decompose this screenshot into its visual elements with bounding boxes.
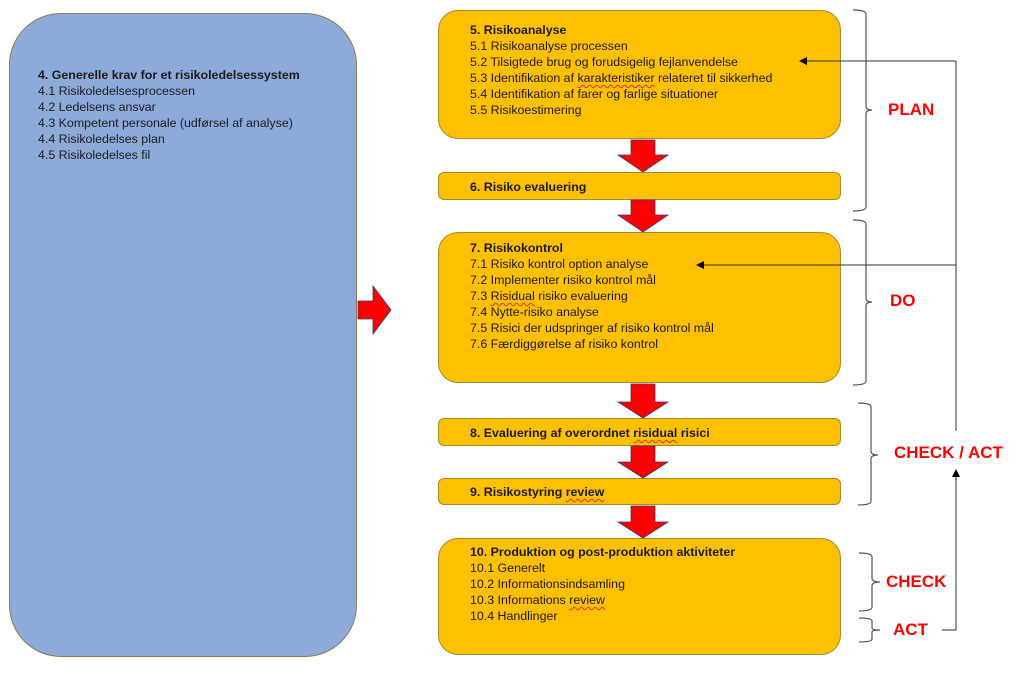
spellcheck-word: risidual xyxy=(633,426,678,440)
phase-label-check-act: CHECK / ACT xyxy=(894,443,1003,462)
spellcheck-word: review xyxy=(565,485,605,499)
spellcheck-word: Risidual xyxy=(490,289,535,303)
right-arrow-icon xyxy=(357,284,392,336)
list-item: 7.3 Risidual risiko evaluering xyxy=(470,288,714,304)
down-arrow-icon xyxy=(616,139,670,173)
spellcheck-word: review xyxy=(569,593,605,607)
do-bracket xyxy=(852,219,873,386)
list-item: 10.4 Handlinger xyxy=(470,609,558,623)
list-item: 7.2 Implementer risiko kontrol mål xyxy=(470,273,656,287)
general-requirements-content: 4. Generelle krav for et risikoledelsess… xyxy=(38,67,300,163)
step-9-risk-management-review-box: 9. Risikostyring review xyxy=(438,478,841,505)
list-item: 5.1 Risikoanalyse processen xyxy=(470,39,628,53)
down-arrow-icon xyxy=(616,445,670,479)
title-text: 9. Risikostyring xyxy=(470,485,566,499)
list-item: 4.4 Risikoledelses plan xyxy=(38,132,165,146)
list-item: 5.2 Tilsigtede brug og forudsigelig fejl… xyxy=(470,55,738,69)
down-arrow-icon xyxy=(616,505,670,539)
step-6-risk-evaluation-box: 6. Risiko evaluering xyxy=(438,172,841,200)
down-arrow-icon xyxy=(616,199,670,233)
title-text: risici xyxy=(677,426,710,440)
phase-label-do: DO xyxy=(890,291,916,310)
step-8-overall-residual-risk-box: 8. Evaluering af overordnet risidual ris… xyxy=(438,418,841,446)
step-5-title: 5. Risikoanalyse xyxy=(470,23,567,37)
list-item: 10.3 Informations review xyxy=(470,592,735,608)
step-10-production-box: 10. Produktion og post-produktion aktivi… xyxy=(438,538,841,655)
title-text: 8. Evaluering af overordnet xyxy=(470,426,634,440)
act-bracket xyxy=(858,617,881,643)
spellcheck-word: karakteristiker xyxy=(577,71,655,85)
check-act-bracket xyxy=(857,402,879,506)
phase-label-act: ACT xyxy=(893,620,928,639)
step-10-title: 10. Produktion og post-produktion aktivi… xyxy=(470,545,736,559)
general-requirements-title: 4. Generelle krav for et risikoledelsess… xyxy=(38,68,300,82)
step-5-risk-analysis-box: 5. Risikoanalyse 5.1 Risikoanalyse proce… xyxy=(438,10,841,139)
list-item: 4.3 Kompetent personale (udførsel af ana… xyxy=(38,116,293,130)
list-item: 10.2 Informationsindsamling xyxy=(470,577,625,591)
item-text: 10.3 Informations xyxy=(470,593,570,607)
item-text: 7.3 xyxy=(470,289,491,303)
down-arrow-icon xyxy=(616,383,670,419)
item-text: risiko evaluering xyxy=(534,289,628,303)
general-requirements-box: 4. Generelle krav for et risikoledelsess… xyxy=(9,13,357,657)
step-9-title: 9. Risikostyring review xyxy=(470,484,604,500)
plan-bracket xyxy=(852,9,873,212)
list-item: 7.1 Risiko kontrol option analyse xyxy=(470,257,649,271)
check-bracket xyxy=(858,552,881,612)
list-item: 7.4 Nytte-risiko analyse xyxy=(470,305,599,319)
list-item: 4.1 Risikoledelsesprocessen xyxy=(38,84,196,98)
list-item: 7.5 Risici der udspringer af risiko kont… xyxy=(470,321,714,335)
step-7-title: 7. Risikokontrol xyxy=(470,241,563,255)
phase-label-plan: PLAN xyxy=(888,100,935,119)
list-item: 5.5 Risikoestimering xyxy=(470,103,582,117)
item-text: relateret til sikkerhed xyxy=(654,71,773,85)
step-8-title: 8. Evaluering af overordnet risidual ris… xyxy=(470,425,710,441)
phase-label-check: CHECK xyxy=(886,572,947,591)
list-item: 5.4 Identifikation af farer og farlige s… xyxy=(470,87,718,101)
list-item: 7.6 Færdiggørelse af risiko kontrol xyxy=(470,337,658,351)
list-item: 10.1 Generelt xyxy=(470,561,546,575)
act-feedback-line xyxy=(942,478,957,631)
list-item: 4.2 Ledelsens ansvar xyxy=(38,100,156,114)
list-item: 5.3 Identifikation af karakteristiker re… xyxy=(470,70,772,86)
step-6-title: 6. Risiko evaluering xyxy=(470,180,587,194)
step-7-risk-control-box: 7. Risikokontrol 7.1 Risiko kontrol opti… xyxy=(438,232,841,383)
item-text: 5.3 Identifikation af xyxy=(470,71,578,85)
list-item: 4.5 Risikoledelses fil xyxy=(38,148,151,162)
